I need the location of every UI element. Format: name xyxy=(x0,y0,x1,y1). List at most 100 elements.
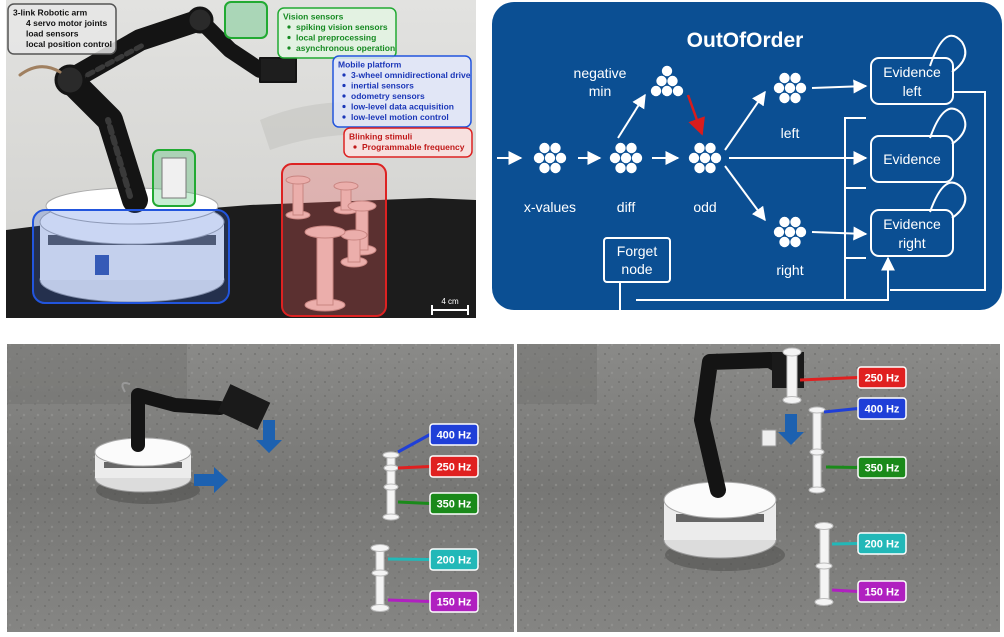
neuron xyxy=(779,216,790,228)
network-diagram: OutOfOrder xyxy=(492,2,1002,312)
label-evidence-left-1: Evidence xyxy=(883,64,941,80)
pillars-left xyxy=(370,451,400,612)
neuron xyxy=(672,85,684,97)
population-negative-min xyxy=(650,65,684,97)
tag-leader-line xyxy=(799,376,859,382)
neuron xyxy=(694,142,705,154)
neuron xyxy=(533,152,545,164)
neuron xyxy=(795,226,807,238)
experiment-photo-left: 400 Hz 250 Hz 350 Hz 200 Hz 150 Hz xyxy=(7,344,514,632)
edge-left-evidence-left xyxy=(811,79,868,94)
frequency-tag: 250 Hz xyxy=(397,455,479,478)
neuron xyxy=(779,72,790,84)
neuron xyxy=(705,162,716,174)
neuron xyxy=(784,82,796,94)
edge-forget-vertical xyxy=(844,117,866,300)
label-odd: odd xyxy=(693,199,716,215)
neuron xyxy=(626,162,637,174)
population-x-values xyxy=(533,142,567,174)
neuron xyxy=(795,82,807,94)
tag-leader-line xyxy=(397,500,431,505)
neuron xyxy=(699,152,711,164)
tag-label: 150 Hz xyxy=(865,587,900,599)
tag-box xyxy=(429,548,479,571)
frequency-tag: 350 Hz xyxy=(397,492,479,515)
frequency-tags-left: 400 Hz 250 Hz 350 Hz 200 Hz 150 Hz xyxy=(387,423,479,613)
label-left: left xyxy=(781,125,800,141)
population-odd xyxy=(688,142,722,174)
tag-label: 400 Hz xyxy=(865,404,900,416)
bullet-icon xyxy=(342,94,346,98)
bullet-icon xyxy=(342,83,346,88)
tag-leader-line xyxy=(387,598,431,603)
callout-title: Blinking stimuli xyxy=(349,132,412,142)
tag-label: 400 Hz xyxy=(437,430,472,442)
network-background xyxy=(492,2,1002,310)
network-edges xyxy=(497,35,986,312)
neuron xyxy=(773,82,785,94)
label-right: right xyxy=(776,262,803,278)
population-diff xyxy=(609,142,643,174)
neuron xyxy=(688,152,700,164)
edge-evidence-left-self xyxy=(929,35,967,73)
neuron xyxy=(667,75,678,87)
edge-evidence-right-self xyxy=(929,181,967,219)
evidence-box xyxy=(870,135,954,183)
tag-leader-line xyxy=(831,542,859,546)
arrow-down-icon-right xyxy=(778,414,804,445)
edge-odd-right xyxy=(724,165,766,222)
label-evidence-right-1: Evidence xyxy=(883,216,941,232)
tag-box xyxy=(429,590,479,613)
bullet-icon xyxy=(342,115,346,119)
robot-left xyxy=(94,382,271,504)
population-left xyxy=(773,72,807,104)
tag-box xyxy=(857,366,907,389)
label-evidence-left-2: left xyxy=(903,83,922,99)
tag-leader-line xyxy=(825,465,859,469)
neuron xyxy=(705,142,716,154)
evidence-boxes xyxy=(603,57,954,283)
stimuli-highlight xyxy=(281,163,387,317)
robotic-arm xyxy=(18,6,297,213)
frequency-tag: 150 Hz xyxy=(831,580,907,603)
tag-box xyxy=(857,532,907,555)
neuron xyxy=(609,152,621,164)
tag-box xyxy=(857,456,907,479)
neuron xyxy=(790,72,801,84)
frequency-tag: 250 Hz xyxy=(799,366,907,389)
frequency-tag: 400 Hz xyxy=(823,397,907,420)
forget-node-box xyxy=(603,237,671,283)
frequency-tag: 150 Hz xyxy=(387,590,479,613)
edge-diff-negmin xyxy=(617,93,646,139)
neuron xyxy=(694,162,705,174)
neuron xyxy=(539,162,550,174)
bullet-icon xyxy=(342,73,346,77)
edge-evidence-self xyxy=(929,107,967,145)
neuron xyxy=(773,226,785,238)
tag-box xyxy=(857,580,907,603)
neuron xyxy=(661,65,673,77)
neuron xyxy=(555,152,567,164)
tag-label: 350 Hz xyxy=(865,463,900,475)
tag-box xyxy=(857,397,907,420)
evidence-left-box xyxy=(870,57,954,105)
tag-label: 200 Hz xyxy=(437,555,472,567)
label-node: node xyxy=(621,261,652,277)
network-title: OutOfOrder xyxy=(687,29,804,52)
callout-title: Mobile platform xyxy=(338,60,402,70)
arrow-down-icon xyxy=(256,420,282,453)
vision-sensor-box-arm xyxy=(224,1,268,39)
evidence-right-box xyxy=(870,209,954,257)
neuron xyxy=(779,236,790,248)
neuron xyxy=(615,162,626,174)
label-evidence-right-2: right xyxy=(898,235,925,251)
neuron xyxy=(550,162,561,174)
callout-item: local preprocessing xyxy=(296,33,376,43)
tag-leader-line xyxy=(831,588,859,593)
